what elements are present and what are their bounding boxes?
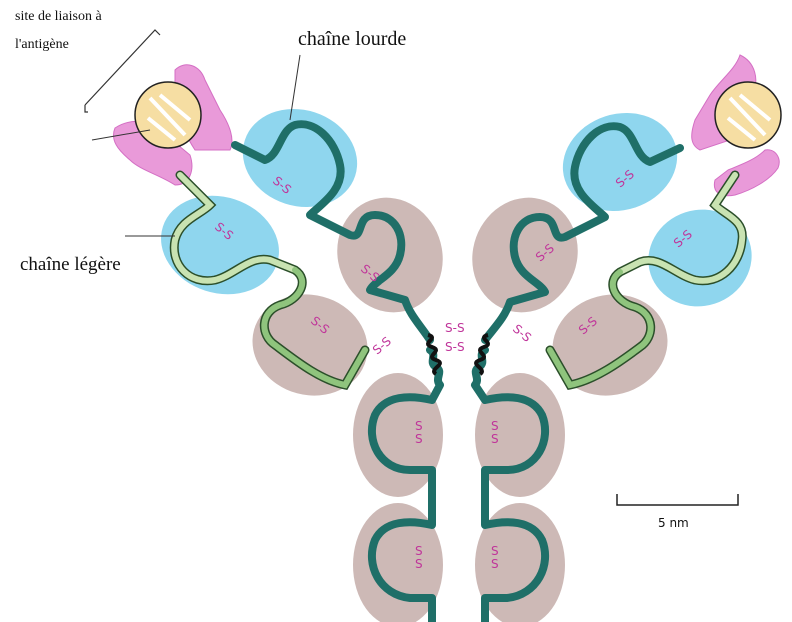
- antigen-site-label-line1: site de liaison à: [15, 9, 102, 24]
- right-antigen-binding-site: [715, 82, 781, 148]
- left-light-variable-domain: [148, 181, 292, 309]
- svg-text:S: S: [491, 432, 499, 446]
- svg-text:S: S: [415, 432, 423, 446]
- svg-text:S: S: [491, 544, 499, 558]
- heavy-chain-label: chaîne lourde: [298, 28, 406, 50]
- svg-text:S: S: [491, 557, 499, 571]
- stem-disulfide-left-ch3: SS: [415, 544, 423, 571]
- disulfide-bond: S-S: [445, 321, 465, 335]
- stem-disulfide-left-ch2: SS: [415, 419, 423, 446]
- disulfide-bond: S-S: [510, 322, 534, 345]
- svg-text:S: S: [415, 557, 423, 571]
- svg-text:S: S: [415, 544, 423, 558]
- scale-label: 5 nm: [658, 516, 689, 530]
- stem-disulfide-right-ch2: SS: [491, 419, 499, 446]
- right-light-constant-domain: [541, 282, 679, 409]
- right-heavy-constant-domain-1: [456, 183, 593, 328]
- disulfide-bond: S-S: [370, 334, 394, 357]
- svg-text:S: S: [491, 419, 499, 433]
- scale-bar: [617, 494, 738, 505]
- right-heavy-variable-domain: [550, 98, 690, 225]
- light-chain-label: chaîne légère: [20, 254, 121, 275]
- svg-text:S: S: [415, 419, 423, 433]
- stem-disulfide-right-ch3: SS: [491, 544, 499, 571]
- antigen-site-label-line2: l'antigène: [15, 37, 69, 52]
- left-light-constant-domain: [241, 282, 379, 409]
- left-heavy-variable-domain: [230, 94, 370, 221]
- disulfide-bond: S-S: [445, 340, 465, 354]
- left-antigen-binding-site: [135, 82, 201, 148]
